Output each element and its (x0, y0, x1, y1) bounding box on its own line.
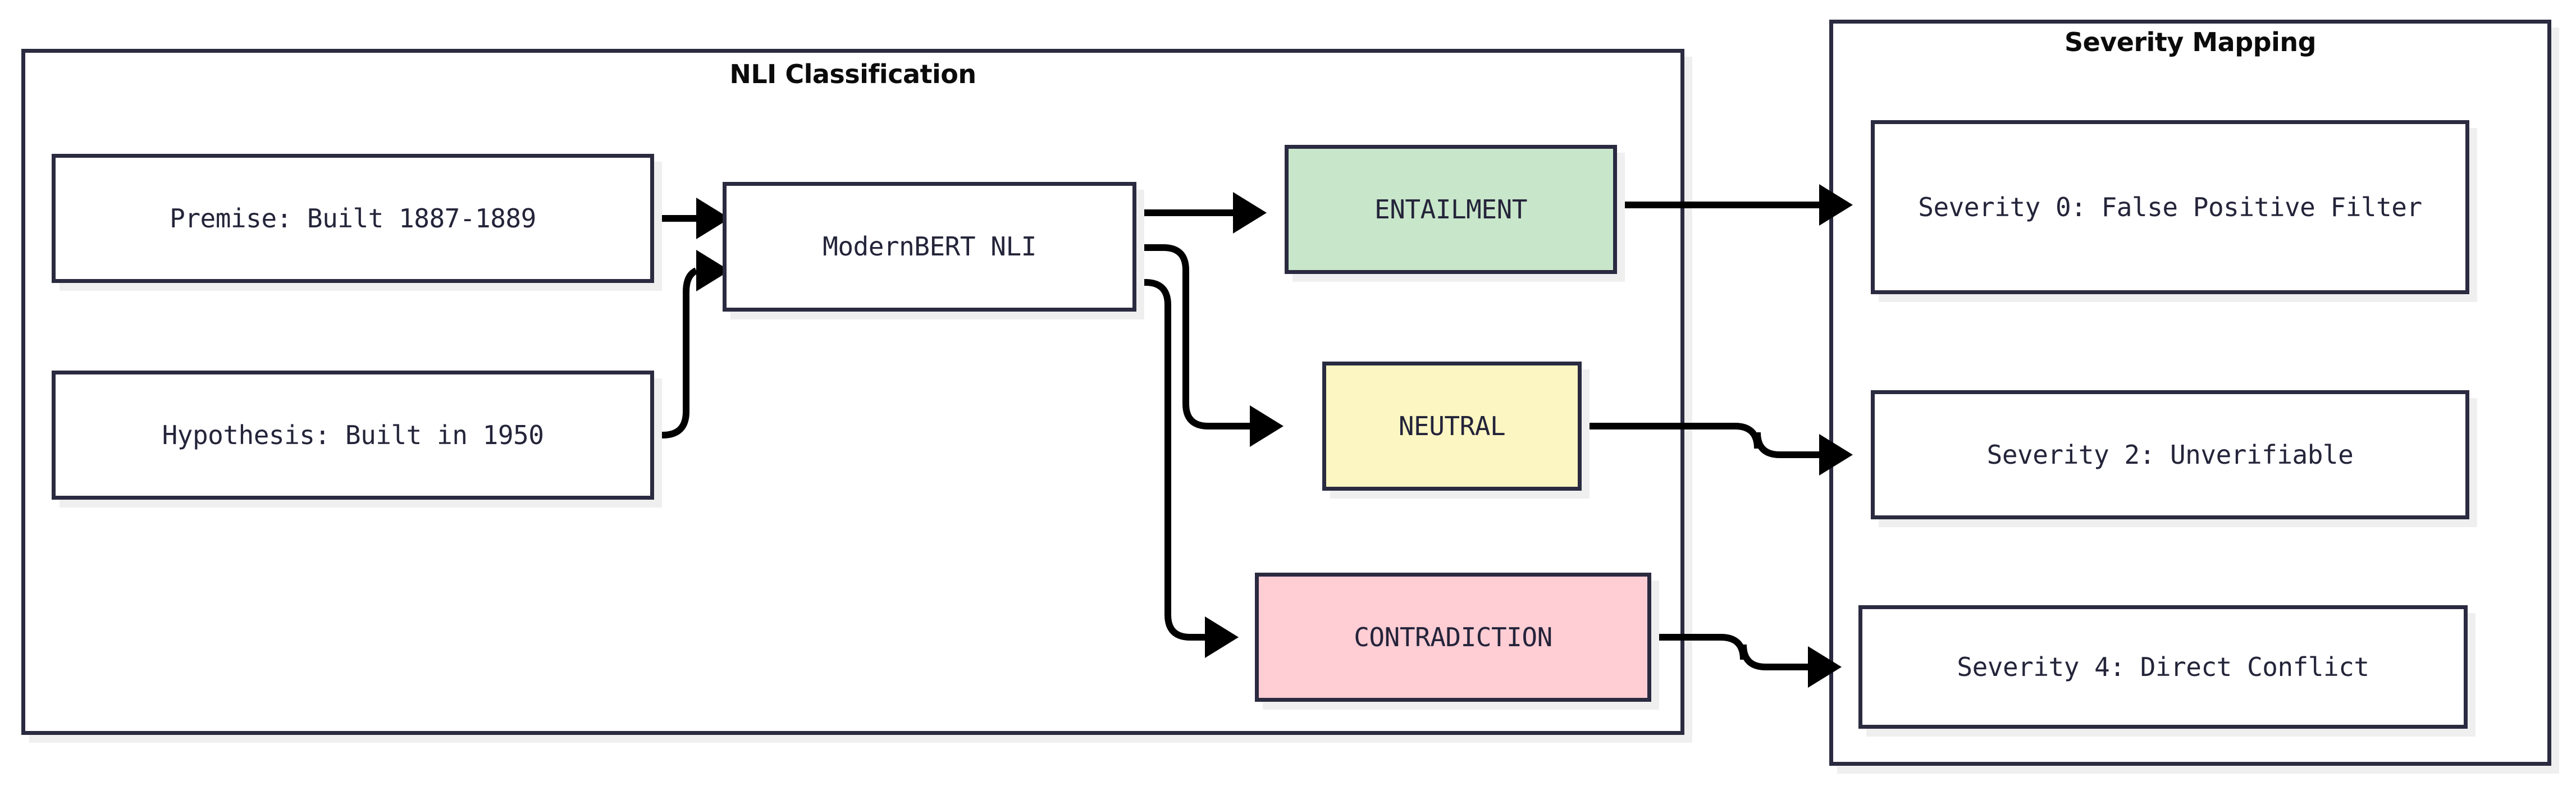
node-contradiction-label: CONTRADICTION (1354, 622, 1552, 652)
node-premise[interactable]: Premise: Built 1887-1889 (52, 154, 654, 283)
edge-contradiction-to-severity4 (1651, 634, 1842, 688)
node-hypothesis[interactable]: Hypothesis: Built in 1950 (52, 371, 654, 500)
node-severity-0[interactable]: Severity 0: False Positive Filter (1871, 120, 2469, 294)
node-neutral[interactable]: NEUTRAL (1322, 362, 1582, 491)
edge-entailment-to-severity0 (1617, 184, 1853, 226)
cluster-title-severity-mapping: Severity Mapping (2064, 27, 2317, 57)
node-severity-4[interactable]: Severity 4: Direct Conflict (1858, 605, 2468, 729)
edge-hypothesis-to-model (654, 250, 730, 438)
node-neutral-label: NEUTRAL (1398, 410, 1506, 441)
cluster-title-nli-classification: NLI Classification (729, 59, 976, 89)
node-modernbert-nli-label: ModernBERT NLI (823, 231, 1036, 262)
node-hypothesis-label: Hypothesis: Built in 1950 (162, 419, 544, 450)
node-severity-0-label: Severity 0: False Positive Filter (1918, 191, 2422, 222)
node-severity-4-label: Severity 4: Direct Conflict (1957, 651, 2369, 682)
edge-neutral-to-severity2 (1582, 423, 1853, 476)
node-premise-label: Premise: Built 1887-1889 (170, 203, 536, 234)
node-modernbert-nli[interactable]: ModernBERT NLI (723, 182, 1136, 312)
node-entailment-label: ENTAILMENT (1374, 194, 1527, 225)
edge-model-to-neutral (1136, 244, 1284, 447)
node-entailment[interactable]: ENTAILMENT (1285, 145, 1617, 274)
edge-model-to-contradiction (1136, 279, 1239, 658)
edge-model-to-entailment (1136, 192, 1267, 234)
node-contradiction[interactable]: CONTRADICTION (1255, 573, 1651, 702)
node-severity-2-label: Severity 2: Unverifiable (1986, 439, 2354, 470)
node-severity-2[interactable]: Severity 2: Unverifiable (1871, 390, 2469, 519)
edge-premise-to-model (654, 198, 730, 239)
